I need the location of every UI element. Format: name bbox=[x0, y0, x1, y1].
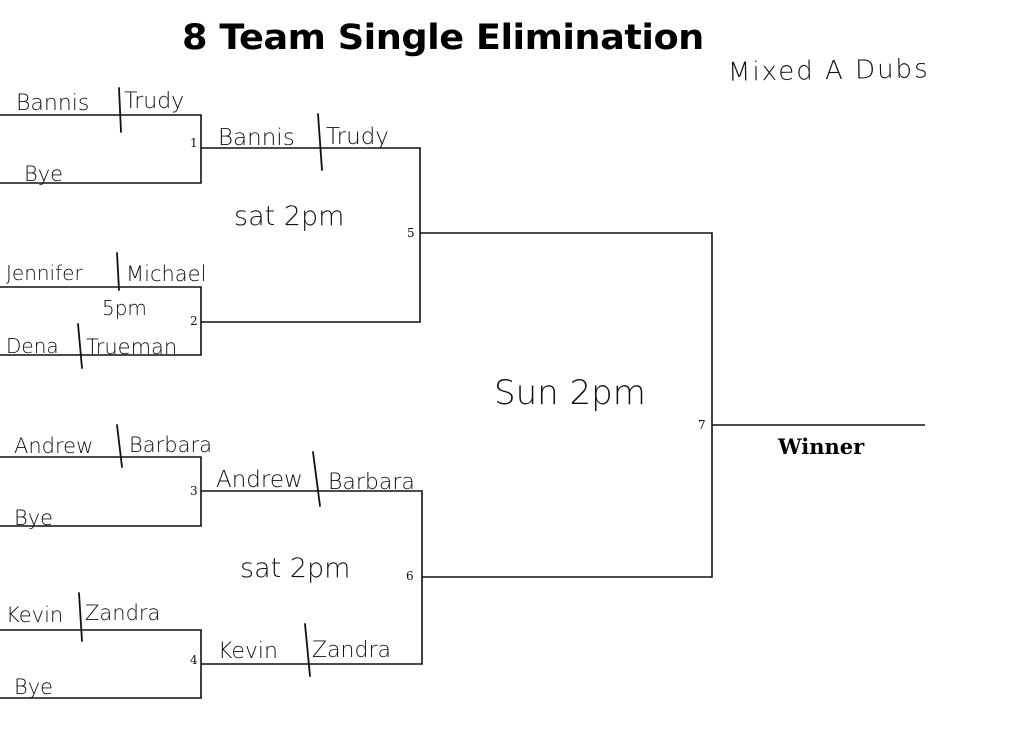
winner-label: Winner bbox=[778, 434, 865, 459]
g5-player-a: Bannis bbox=[218, 125, 295, 151]
game-number-5: 5 bbox=[407, 226, 415, 240]
round2-entries: Bannis Trudy sat 2pm Andrew Barbara sat … bbox=[216, 124, 415, 664]
round1-entries: Bannis Trudy Bye Jennifer Michael 5pm De… bbox=[6, 89, 212, 699]
g4-player-b: Zandra bbox=[85, 601, 160, 625]
game2-bracket bbox=[0, 286, 202, 356]
g2-player-c: Dena bbox=[6, 334, 59, 358]
g3-bye: Bye bbox=[14, 506, 53, 530]
final-time: Sun 2pm bbox=[494, 373, 646, 413]
game-number-6: 6 bbox=[406, 569, 414, 583]
g6-player-d: Zandra bbox=[312, 638, 391, 663]
game-number-4: 4 bbox=[190, 653, 198, 667]
g1-player-b: Trudy bbox=[124, 89, 184, 114]
g2-player-d: Trueman bbox=[86, 335, 177, 359]
page-title: 8 Team Single Elimination bbox=[182, 18, 704, 58]
game-number-7: 7 bbox=[698, 418, 706, 432]
game5-bracket bbox=[201, 147, 421, 323]
g3-player-b: Barbara bbox=[129, 433, 212, 457]
g6-player-b: Barbara bbox=[328, 470, 415, 495]
g5-time: sat 2pm bbox=[234, 201, 344, 232]
final-lines bbox=[420, 232, 925, 578]
game-number-1: 1 bbox=[190, 136, 198, 150]
g6-player-c: Kevin bbox=[218, 639, 278, 664]
name-dividers bbox=[77, 87, 323, 677]
g4-bye: Bye bbox=[14, 675, 53, 699]
g6-player-a: Andrew bbox=[216, 467, 303, 493]
g6-time: sat 2pm bbox=[240, 553, 350, 584]
g2-time: 5pm bbox=[102, 296, 147, 320]
game7-bracket bbox=[420, 232, 713, 578]
g1-bye: Bye bbox=[24, 162, 63, 186]
game-number-2: 2 bbox=[190, 314, 198, 328]
game1-bracket bbox=[0, 114, 202, 184]
g4-player-a: Kevin bbox=[6, 603, 63, 627]
g2-player-a: Jennifer bbox=[6, 261, 83, 285]
g2-player-b: Michael bbox=[126, 262, 206, 286]
game-number-3: 3 bbox=[190, 484, 198, 498]
g3-player-a: Andrew bbox=[14, 434, 93, 458]
g1-player-a: Bannis bbox=[16, 91, 89, 116]
g5-player-b: Trudy bbox=[326, 124, 389, 150]
